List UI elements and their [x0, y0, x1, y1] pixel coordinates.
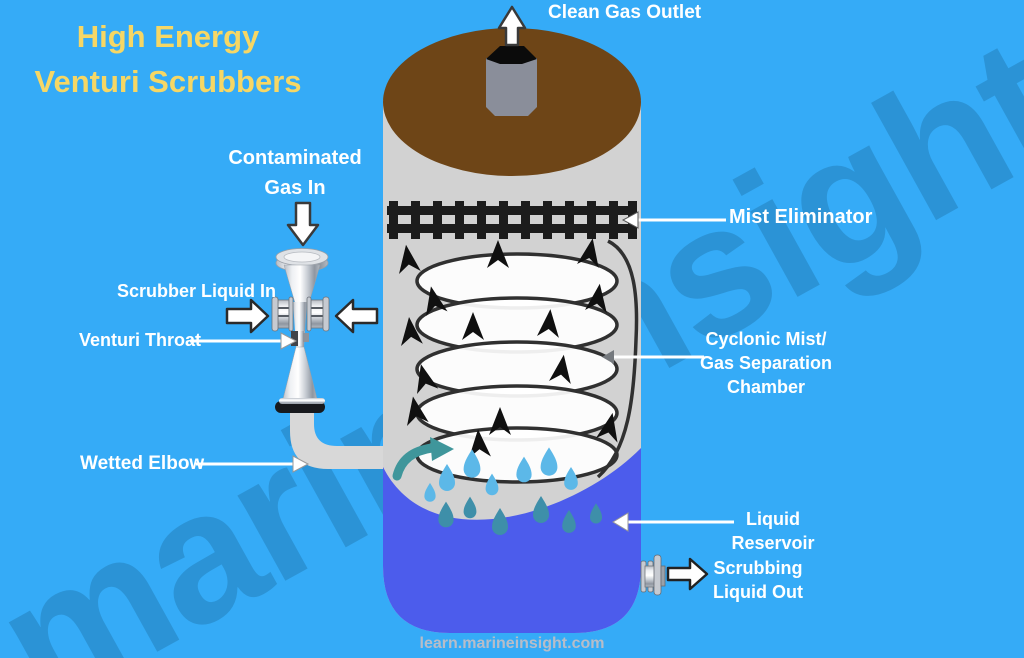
label-mist-eliminator: Mist Eliminator [729, 206, 873, 228]
gas-flow-arrowheads [399, 238, 618, 458]
gas-outlet-pipe [486, 46, 537, 116]
venturi-throat-pointer [190, 332, 298, 350]
page-title: High Energy Venturi Scrubbers [12, 14, 324, 104]
wetted-elbow-pointer [196, 455, 310, 473]
footer-site-url: learn.marineinsight.com [419, 635, 605, 652]
venturi-funnel [275, 248, 329, 304]
label-venturi-throat: Venturi Throat [79, 330, 202, 350]
venturi-assembly [271, 248, 330, 413]
scrubbing-liquid-out-arrow-icon [666, 557, 709, 591]
cyclonic-chamber-pointer [602, 350, 704, 364]
liquid-reservoir [383, 448, 641, 633]
venturi-diverging-section [281, 346, 319, 404]
mist-eliminator-pointer [621, 211, 726, 229]
venturi-liquid-inlet-left [271, 296, 294, 332]
liquid-reservoir-pointer [612, 512, 734, 532]
liquid-in-arrow-left-icon [225, 298, 270, 334]
clean-gas-arrow-icon [497, 5, 527, 47]
cyclone-spiral [415, 239, 639, 484]
label-cyclonic-chamber: Cyclonic Mist/ Gas Separation Chamber [699, 329, 833, 397]
title-line-1: High Energy [76, 19, 260, 54]
venturi-liquid-inlet-right [306, 296, 330, 332]
venturi-bottom-flange [275, 398, 325, 413]
venturi-converging-section [293, 302, 307, 331]
label-clean-gas-outlet: Clean Gas Outlet [548, 2, 702, 23]
recirculation-arrow-icon [392, 437, 454, 481]
liquid-in-arrow-right-icon [334, 298, 379, 334]
label-wetted-elbow: Wetted Elbow [80, 453, 205, 474]
label-scrubber-liquid-in: Scrubber Liquid In [117, 281, 277, 301]
title-line-2: Venturi Scrubbers [34, 64, 302, 99]
contaminated-gas-arrow-icon [286, 201, 320, 247]
label-liquid-reservoir: Liquid Reservoir [731, 509, 815, 553]
venturi-throat-section [291, 331, 309, 347]
label-contaminated-gas-in: Contaminated Gas In [228, 147, 362, 199]
label-scrubbing-liquid-out: Scrubbing Liquid Out [713, 558, 803, 602]
drain-pipe [640, 554, 666, 596]
wetted-elbow-pipe [290, 413, 383, 469]
spray-droplets [424, 447, 602, 535]
